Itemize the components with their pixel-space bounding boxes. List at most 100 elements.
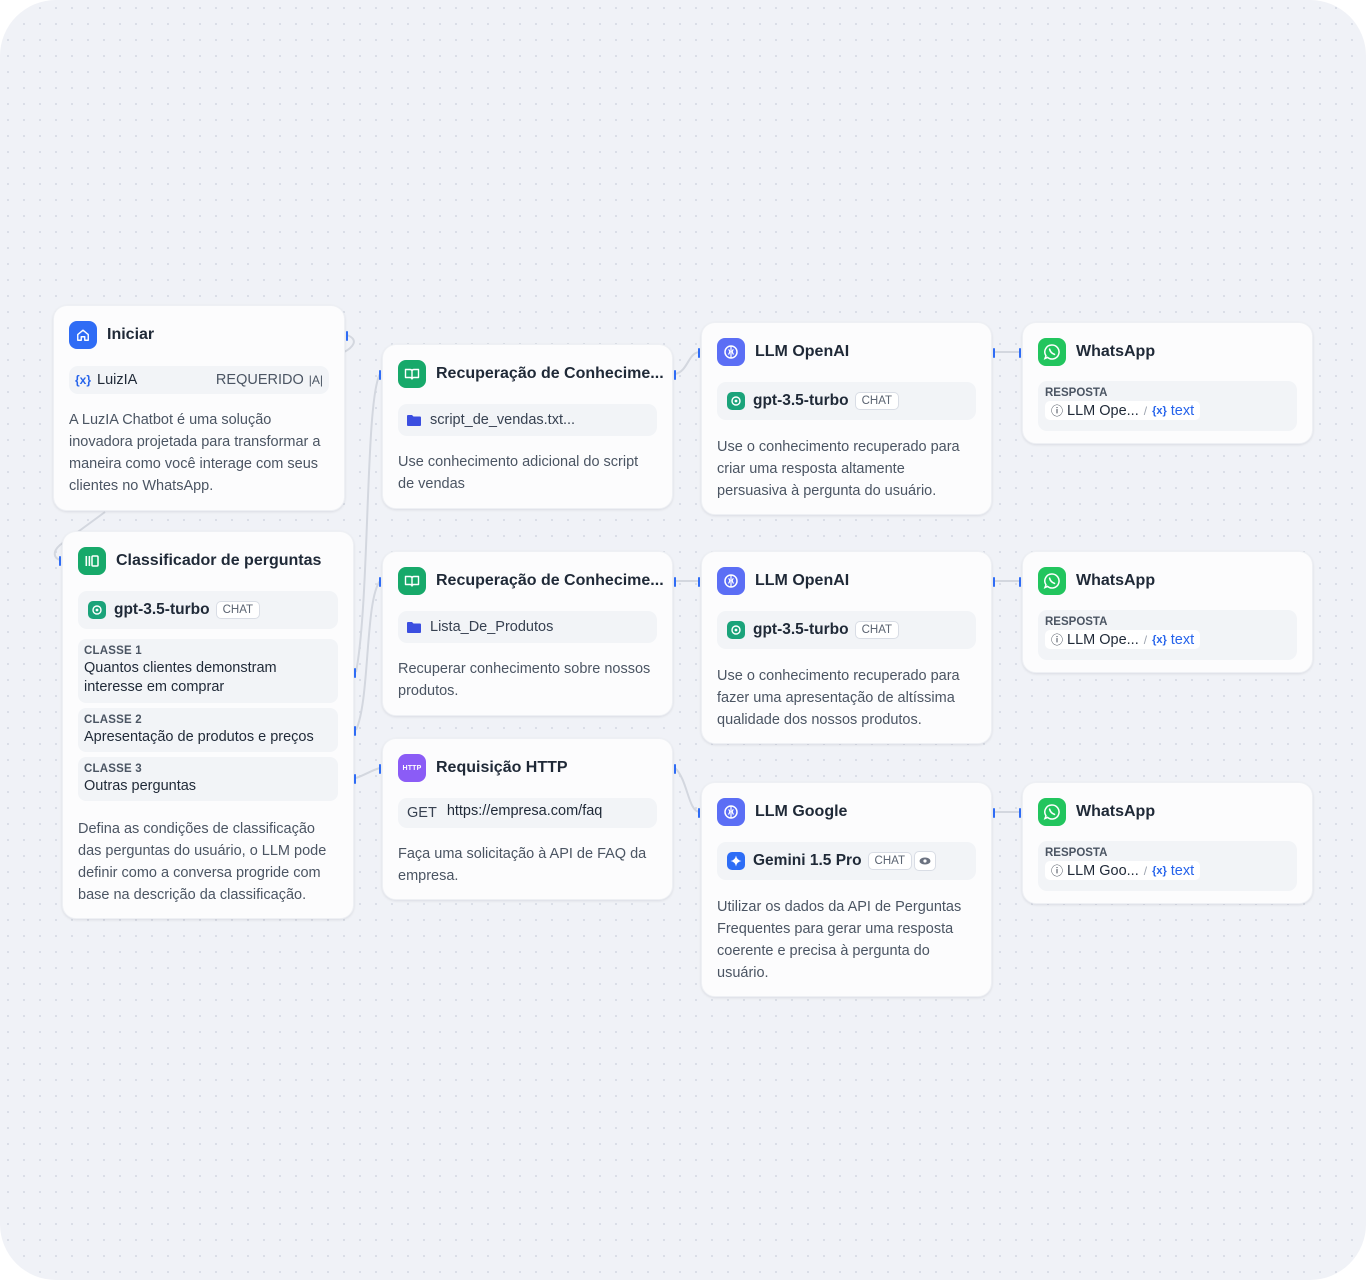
node-http-request[interactable]: HTTP Requisição HTTP GET https://empresa… bbox=[379, 738, 676, 900]
node-header: Recuperação de Conhecime... bbox=[398, 566, 664, 596]
class-item-2[interactable]: CLASSE 2 Apresentação de produtos e preç… bbox=[78, 708, 338, 752]
node-header: HTTP Requisição HTTP bbox=[398, 753, 568, 783]
class-label: CLASSE 3 bbox=[84, 763, 142, 775]
input-handle[interactable] bbox=[698, 808, 700, 818]
model-selector[interactable]: Gemini 1.5 Pro CHAT bbox=[717, 842, 976, 880]
response-field[interactable]: RESPOSTA ⓘ LLM Ope... / {x} text bbox=[1038, 610, 1297, 660]
class-text: Apresentação de produtos e preços bbox=[84, 729, 314, 745]
input-handle[interactable] bbox=[698, 348, 700, 358]
node-retrieval-1[interactable]: Recuperação de Conhecime... script_de_ve… bbox=[379, 344, 676, 509]
knowledge-file[interactable]: Lista_De_Produtos bbox=[398, 611, 657, 643]
response-field[interactable]: RESPOSTA ⓘ LLM Ope... / {x} text bbox=[1038, 381, 1297, 431]
llm-brain-icon bbox=[717, 338, 745, 366]
separator: / bbox=[1143, 863, 1148, 878]
variable-name: LuizIA bbox=[97, 372, 138, 388]
class-item-1[interactable]: CLASSE 1 Quantos clientes demonstram int… bbox=[78, 639, 338, 703]
node-header: Classificador de perguntas bbox=[78, 546, 321, 576]
model-selector[interactable]: gpt-3.5-turbo CHAT bbox=[717, 382, 976, 420]
node-header: Iniciar bbox=[69, 320, 154, 350]
node-llm-google[interactable]: LLM Google Gemini 1.5 Pro CHAT Utilizar … bbox=[698, 782, 995, 997]
output-handle[interactable] bbox=[674, 577, 676, 587]
node-whatsapp-1[interactable]: WhatsApp RESPOSTA ⓘ LLM Ope... / {x} tex… bbox=[1019, 322, 1313, 444]
knowledge-file[interactable]: script_de_vendas.txt... bbox=[398, 404, 657, 436]
input-handle[interactable] bbox=[1019, 808, 1021, 818]
edge-classifier-retrieval2 bbox=[355, 580, 381, 731]
input-handle[interactable] bbox=[1019, 577, 1021, 587]
response-variable-chip[interactable]: ⓘ LLM Ope... / {x} text bbox=[1045, 630, 1201, 649]
openai-icon bbox=[727, 621, 745, 639]
output-handle[interactable] bbox=[346, 331, 348, 341]
node-title: LLM OpenAI bbox=[755, 572, 850, 589]
node-title: WhatsApp bbox=[1076, 343, 1156, 360]
node-llm-openai-1[interactable]: LLM OpenAI gpt-3.5-turbo CHAT Use o conh… bbox=[698, 322, 995, 515]
class-label: CLASSE 2 bbox=[84, 714, 142, 726]
class-1-handle[interactable] bbox=[354, 668, 356, 678]
node-description: Defina as condições de classificação das… bbox=[78, 821, 327, 903]
http-icon: HTTP bbox=[398, 754, 426, 782]
openai-icon bbox=[727, 392, 745, 410]
whatsapp-icon bbox=[1038, 567, 1066, 595]
node-title: LLM Google bbox=[755, 803, 848, 820]
input-handle[interactable] bbox=[1019, 348, 1021, 358]
node-title: LLM OpenAI bbox=[755, 343, 850, 360]
node-llm-openai-2[interactable]: LLM OpenAI gpt-3.5-turbo CHAT Use o conh… bbox=[698, 551, 995, 744]
node-title: Iniciar bbox=[107, 326, 155, 343]
model-name: Gemini 1.5 Pro bbox=[753, 852, 862, 869]
class-text: Outras perguntas bbox=[84, 778, 197, 794]
variable-name: text bbox=[1170, 862, 1195, 879]
node-whatsapp-2[interactable]: WhatsApp RESPOSTA ⓘ LLM Ope... / {x} tex… bbox=[1019, 551, 1313, 673]
model-selector[interactable]: gpt-3.5-turbo CHAT bbox=[78, 591, 338, 629]
variable-name: text bbox=[1170, 402, 1195, 419]
node-description: Use o conhecimento recuperado para criar… bbox=[717, 439, 960, 499]
model-tag: CHAT bbox=[215, 601, 261, 619]
separator: / bbox=[1143, 632, 1148, 647]
node-header: LLM OpenAI bbox=[717, 566, 849, 596]
response-label: RESPOSTA bbox=[1045, 387, 1108, 399]
model-name: gpt-3.5-turbo bbox=[114, 601, 210, 618]
model-selector[interactable]: gpt-3.5-turbo CHAT bbox=[717, 611, 976, 649]
whatsapp-icon bbox=[1038, 338, 1066, 366]
output-handle[interactable] bbox=[993, 348, 995, 358]
source-node-name: LLM Ope... bbox=[1067, 631, 1139, 648]
response-variable-chip[interactable]: ⓘ LLM Goo... / {x} text bbox=[1045, 861, 1201, 880]
node-whatsapp-3[interactable]: WhatsApp RESPOSTA ⓘ LLM Goo... / {x} tex… bbox=[1019, 782, 1313, 904]
input-handle[interactable] bbox=[379, 577, 381, 587]
http-method: GET bbox=[407, 805, 437, 821]
classifier-icon bbox=[78, 547, 106, 575]
start-variable-row[interactable]: {x} LuizIA REQUERIDO |A| bbox=[69, 366, 329, 394]
whatsapp-icon bbox=[1038, 798, 1066, 826]
input-handle[interactable] bbox=[698, 577, 700, 587]
output-handle[interactable] bbox=[993, 808, 995, 818]
llm-brain-icon bbox=[717, 798, 745, 826]
node-retrieval-2[interactable]: Recuperação de Conhecime... Lista_De_Pro… bbox=[379, 551, 676, 716]
output-handle[interactable] bbox=[674, 370, 676, 380]
variable-icon: {x} bbox=[1152, 404, 1167, 417]
class-3-handle[interactable] bbox=[354, 774, 356, 784]
model-tag: CHAT bbox=[854, 392, 900, 410]
response-variable-chip[interactable]: ⓘ LLM Ope... / {x} text bbox=[1045, 401, 1201, 420]
input-handle[interactable] bbox=[379, 764, 381, 774]
llm-brain-icon bbox=[717, 567, 745, 595]
node-header: WhatsApp bbox=[1038, 566, 1155, 596]
node-description: A LuzIA Chatbot é uma solução inovadora … bbox=[69, 412, 321, 494]
output-handle[interactable] bbox=[674, 764, 676, 774]
input-handle[interactable] bbox=[59, 556, 61, 566]
node-start[interactable]: Iniciar {x} LuizIA REQUERIDO |A| A LuzIA… bbox=[53, 305, 348, 511]
node-description: Use o conhecimento recuperado para fazer… bbox=[717, 668, 960, 728]
http-endpoint[interactable]: GET https://empresa.com/faq bbox=[398, 798, 657, 828]
output-handle[interactable] bbox=[993, 577, 995, 587]
input-handle[interactable] bbox=[379, 370, 381, 380]
node-title: Classificador de perguntas bbox=[116, 552, 322, 569]
node-description: Use conhecimento adicional do script de … bbox=[398, 454, 639, 492]
folder-icon bbox=[407, 414, 421, 426]
edge-retrieval1-llm1 bbox=[674, 351, 701, 375]
model-name: gpt-3.5-turbo bbox=[753, 621, 849, 638]
book-icon bbox=[398, 360, 426, 388]
class-2-handle[interactable] bbox=[354, 726, 356, 736]
node-classifier[interactable]: Classificador de perguntas gpt-3.5-turbo… bbox=[59, 531, 356, 919]
response-field[interactable]: RESPOSTA ⓘ LLM Goo... / {x} text bbox=[1038, 841, 1297, 891]
openai-icon bbox=[88, 601, 106, 619]
class-item-3[interactable]: CLASSE 3 Outras perguntas bbox=[78, 757, 338, 801]
node-title: Recuperação de Conhecime... bbox=[436, 365, 664, 382]
